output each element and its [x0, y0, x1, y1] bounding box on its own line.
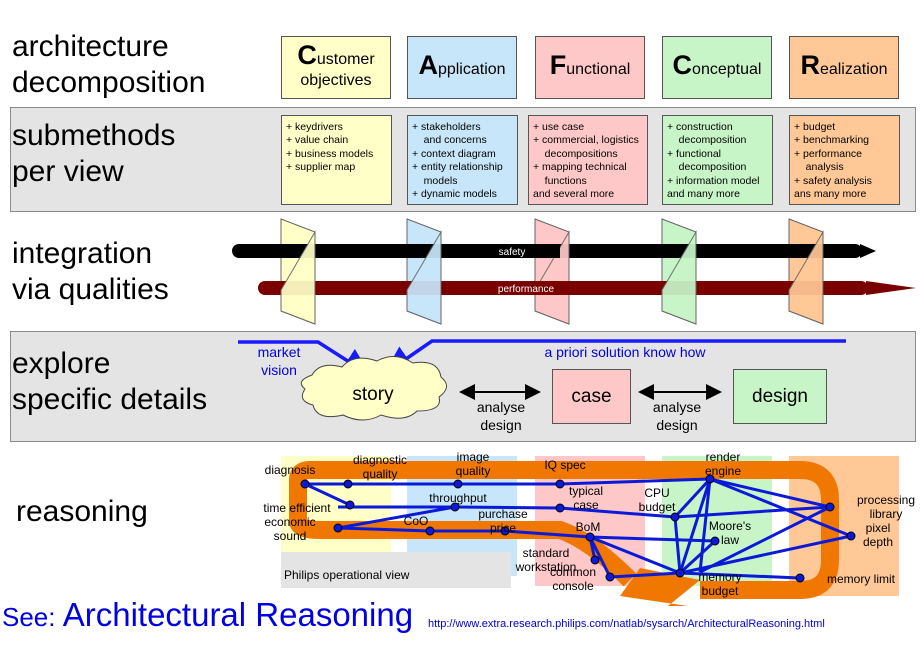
footer: See: Architectural Reasoning http://www.…: [2, 596, 918, 634]
node-image-quality: image quality: [455, 450, 491, 478]
node-diagnostic-quality: diagnostic quality: [352, 453, 408, 481]
view-initial: C: [672, 50, 693, 80]
submethods-conceptual: + construction decomposition + functiona…: [662, 115, 773, 205]
node-diagnosis: diagnosis: [264, 463, 316, 477]
operational-view-label: Philips operational view: [284, 568, 410, 582]
footer-title-link[interactable]: Architectural Reasoning: [62, 596, 414, 633]
view-label: ealization: [819, 61, 888, 78]
view-functional: Functional: [535, 36, 645, 99]
submethods-customer: + keydrivers + value chain + business mo…: [281, 115, 392, 205]
heading-reasoning: reasoning: [16, 495, 148, 528]
node-cpu-budget: CPU budget: [638, 486, 676, 514]
view-conceptual: Conceptual: [662, 36, 772, 99]
node-purchase-price: purchase price: [478, 507, 528, 535]
heading-integration: integration via qualities: [12, 237, 169, 306]
node-memory-budget: memory budget: [698, 570, 742, 598]
node-memory-limit: memory limit: [827, 572, 895, 586]
view-label: ustomer: [316, 50, 375, 68]
view-initial: R: [800, 50, 820, 80]
submethods-realization: + budget + benchmarking + performance an…: [789, 115, 900, 205]
case-box: case: [552, 369, 631, 424]
view-realization: Realization: [789, 36, 899, 99]
view-label-line2: objectives: [300, 71, 372, 89]
node-iq-spec: IQ spec: [544, 458, 586, 472]
view-initial: C: [297, 39, 317, 70]
apriori-label: a priori solution know how: [544, 344, 706, 360]
submethods-functional: + use case + commercial, logistics decom…: [528, 115, 648, 205]
node-time-efficient: time efficient: [263, 501, 331, 515]
operational-view-box: [281, 552, 511, 588]
safety-arrowhead: [860, 244, 876, 258]
design-label: design: [752, 385, 808, 407]
view-customer-objectives: Customer objectives: [281, 36, 391, 99]
performance-arrowhead: [866, 281, 916, 295]
node-processing-library: processing library: [856, 493, 916, 521]
footer-see: See:: [2, 602, 63, 632]
performance-label: performance: [498, 284, 555, 295]
node-pixel-depth: pixel depth: [862, 521, 894, 549]
node-standard-workstation: standard workstation: [515, 546, 577, 574]
reasoning-loop: [289, 461, 839, 599]
node-bom: BoM: [575, 520, 601, 534]
node-common-console: common console: [549, 565, 596, 593]
view-label: pplication: [437, 61, 506, 78]
node-render-engine: render engine: [704, 450, 742, 478]
view-application: Application: [407, 36, 517, 99]
safety-label: safety: [499, 247, 526, 258]
heading-architecture-decomposition: architecture decomposition: [12, 30, 206, 99]
view-label: onceptual: [692, 61, 762, 78]
view-initial: A: [418, 50, 438, 80]
analyse-design-label-2: analyse design: [652, 399, 702, 433]
story-cloud: [300, 356, 447, 421]
node-coo: CoO: [403, 514, 429, 528]
design-box: design: [733, 369, 827, 424]
submethods-application: + stakeholders and concerns + context di…: [407, 115, 518, 205]
reasoning-loop-lower: [289, 500, 637, 587]
node-economic-sound: economic sound: [264, 515, 316, 543]
case-label: case: [571, 385, 612, 407]
node-moores-law: Moore's law: [708, 519, 752, 547]
heading-submethods: submethods per view: [12, 119, 176, 188]
reasoning-nodes: [300, 474, 856, 583]
node-throughput: throughput: [429, 491, 487, 505]
view-initial: F: [549, 50, 567, 80]
heading-explore: explore specific details: [12, 347, 208, 416]
analyse-design-label-1: analyse design: [476, 399, 526, 433]
footer-url-link[interactable]: http://www.extra.research.philips.com/na…: [428, 618, 825, 630]
story-label: story: [352, 384, 394, 405]
market-vision-label: market vision: [257, 344, 301, 378]
view-label: unctional: [566, 61, 631, 78]
node-typical-case: typical case: [568, 484, 603, 512]
reasoning-edges: [304, 477, 852, 580]
